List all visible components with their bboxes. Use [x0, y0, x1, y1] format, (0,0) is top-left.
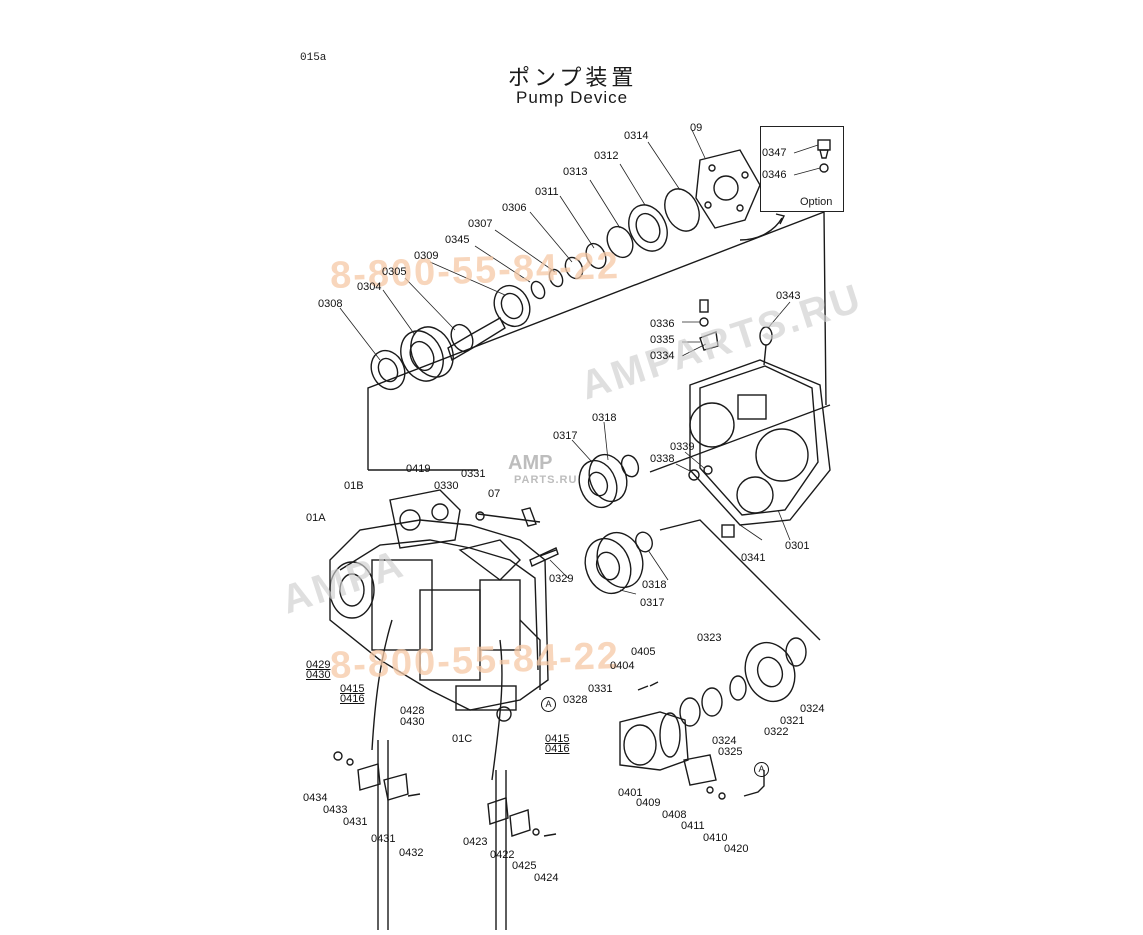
part-label: 0305: [382, 266, 407, 278]
part-label: 0419: [406, 463, 431, 475]
part-label: 0405: [631, 646, 656, 658]
watermark-logo-top: AMP: [508, 452, 553, 474]
part-label: 0408: [662, 809, 687, 821]
part-label: 0410: [703, 832, 728, 844]
callout-a-marker: A: [754, 762, 769, 777]
part-label: 0313: [563, 166, 588, 178]
part-label: 0331: [588, 683, 613, 695]
part-label: 0411: [681, 820, 705, 832]
part-label: 0328: [563, 694, 588, 706]
part-label: 0331: [461, 468, 486, 480]
part-label: 0424: [534, 872, 559, 884]
gear-0321: [744, 641, 796, 703]
callout-a-marker: A: [541, 697, 556, 712]
part-label: 0422: [490, 849, 515, 861]
part-label: 01C: [452, 733, 473, 745]
part-label: 0312: [594, 150, 619, 162]
part-label: 0314: [624, 130, 649, 142]
gear-0317-upper: [578, 453, 628, 509]
part-label: 0415: [545, 733, 570, 745]
part-label: 0323: [697, 632, 722, 644]
part-label: 0318: [592, 412, 617, 424]
part-label: 0308: [318, 298, 343, 310]
bearing-0312: [628, 204, 668, 252]
part-label: 0318: [642, 579, 667, 591]
part-label: 0416: [340, 693, 365, 705]
part-label: 0430: [400, 716, 425, 728]
part-label: 0309: [414, 250, 439, 262]
option-label: Option: [800, 196, 833, 208]
part-label: 0334: [650, 350, 675, 362]
part-label: 0336: [650, 318, 675, 330]
shaft-0305: [447, 317, 506, 362]
part-label: 01A: [306, 512, 326, 524]
option-box: [760, 126, 844, 212]
part-label: 0416: [545, 743, 570, 755]
bearing-0309: [493, 284, 531, 328]
part-label: 0341: [741, 552, 766, 564]
part-label: 0301: [785, 540, 810, 552]
part-label: 0420: [724, 843, 749, 855]
part-label: 0434: [303, 792, 328, 804]
title-english: Pump Device: [516, 88, 629, 107]
part-label: 0429: [306, 659, 331, 671]
part-label: 0339: [670, 441, 695, 453]
part-label: 0401: [618, 787, 643, 799]
part-label: 0431: [371, 833, 396, 845]
part-label: 0329: [549, 573, 574, 585]
part-label: 0321: [780, 715, 805, 727]
part-label: 0307: [468, 218, 493, 230]
part-label: 0345: [445, 234, 470, 246]
part-label: 0304: [357, 281, 382, 293]
clamp-left: [333, 740, 421, 930]
part-label: 0306: [502, 202, 527, 214]
part-label: 0431: [343, 816, 368, 828]
part-label: 0428: [400, 705, 425, 717]
part-label: 0415: [340, 683, 365, 695]
part-label: 0324: [800, 703, 825, 715]
part-label: 0317: [640, 597, 665, 609]
part-label: 0347: [762, 147, 787, 159]
part-label: 0335: [650, 334, 675, 346]
part-label: 0346: [762, 169, 787, 181]
part-label: 0432: [399, 847, 424, 859]
page-id: 015a: [300, 52, 327, 64]
title-japanese: ポンプ装置: [508, 66, 638, 91]
main-pump-body: [329, 489, 549, 722]
watermark-logo-bottom: PARTS.RU: [514, 474, 578, 486]
part-label: 0409: [636, 797, 661, 809]
part-label: 0324: [712, 735, 737, 747]
part-label: 0433: [323, 804, 348, 816]
part-label: 0343: [776, 290, 801, 302]
part-label: 0430: [306, 669, 331, 681]
gear-0304: [400, 326, 454, 382]
part-label: 0325: [718, 746, 743, 758]
housing-0301: [689, 359, 831, 526]
part-label: 0425: [512, 860, 537, 872]
gear-pump-0401: [619, 711, 689, 771]
part-label: 0404: [610, 660, 635, 672]
part-label: 0338: [650, 453, 675, 465]
part-label: 0423: [463, 836, 488, 848]
part-label: 0311: [535, 186, 559, 198]
part-label: 0330: [434, 480, 459, 492]
coupling-09: [695, 149, 761, 229]
part-label: 07: [488, 488, 501, 500]
part-label: 01B: [344, 480, 364, 492]
part-label: 09: [690, 122, 703, 134]
bearing-0308: [370, 349, 406, 391]
clamp-right: [487, 770, 557, 930]
part-label: 0317: [553, 430, 578, 442]
part-label: 0322: [764, 726, 789, 738]
gear-0317-lower: [584, 531, 644, 595]
